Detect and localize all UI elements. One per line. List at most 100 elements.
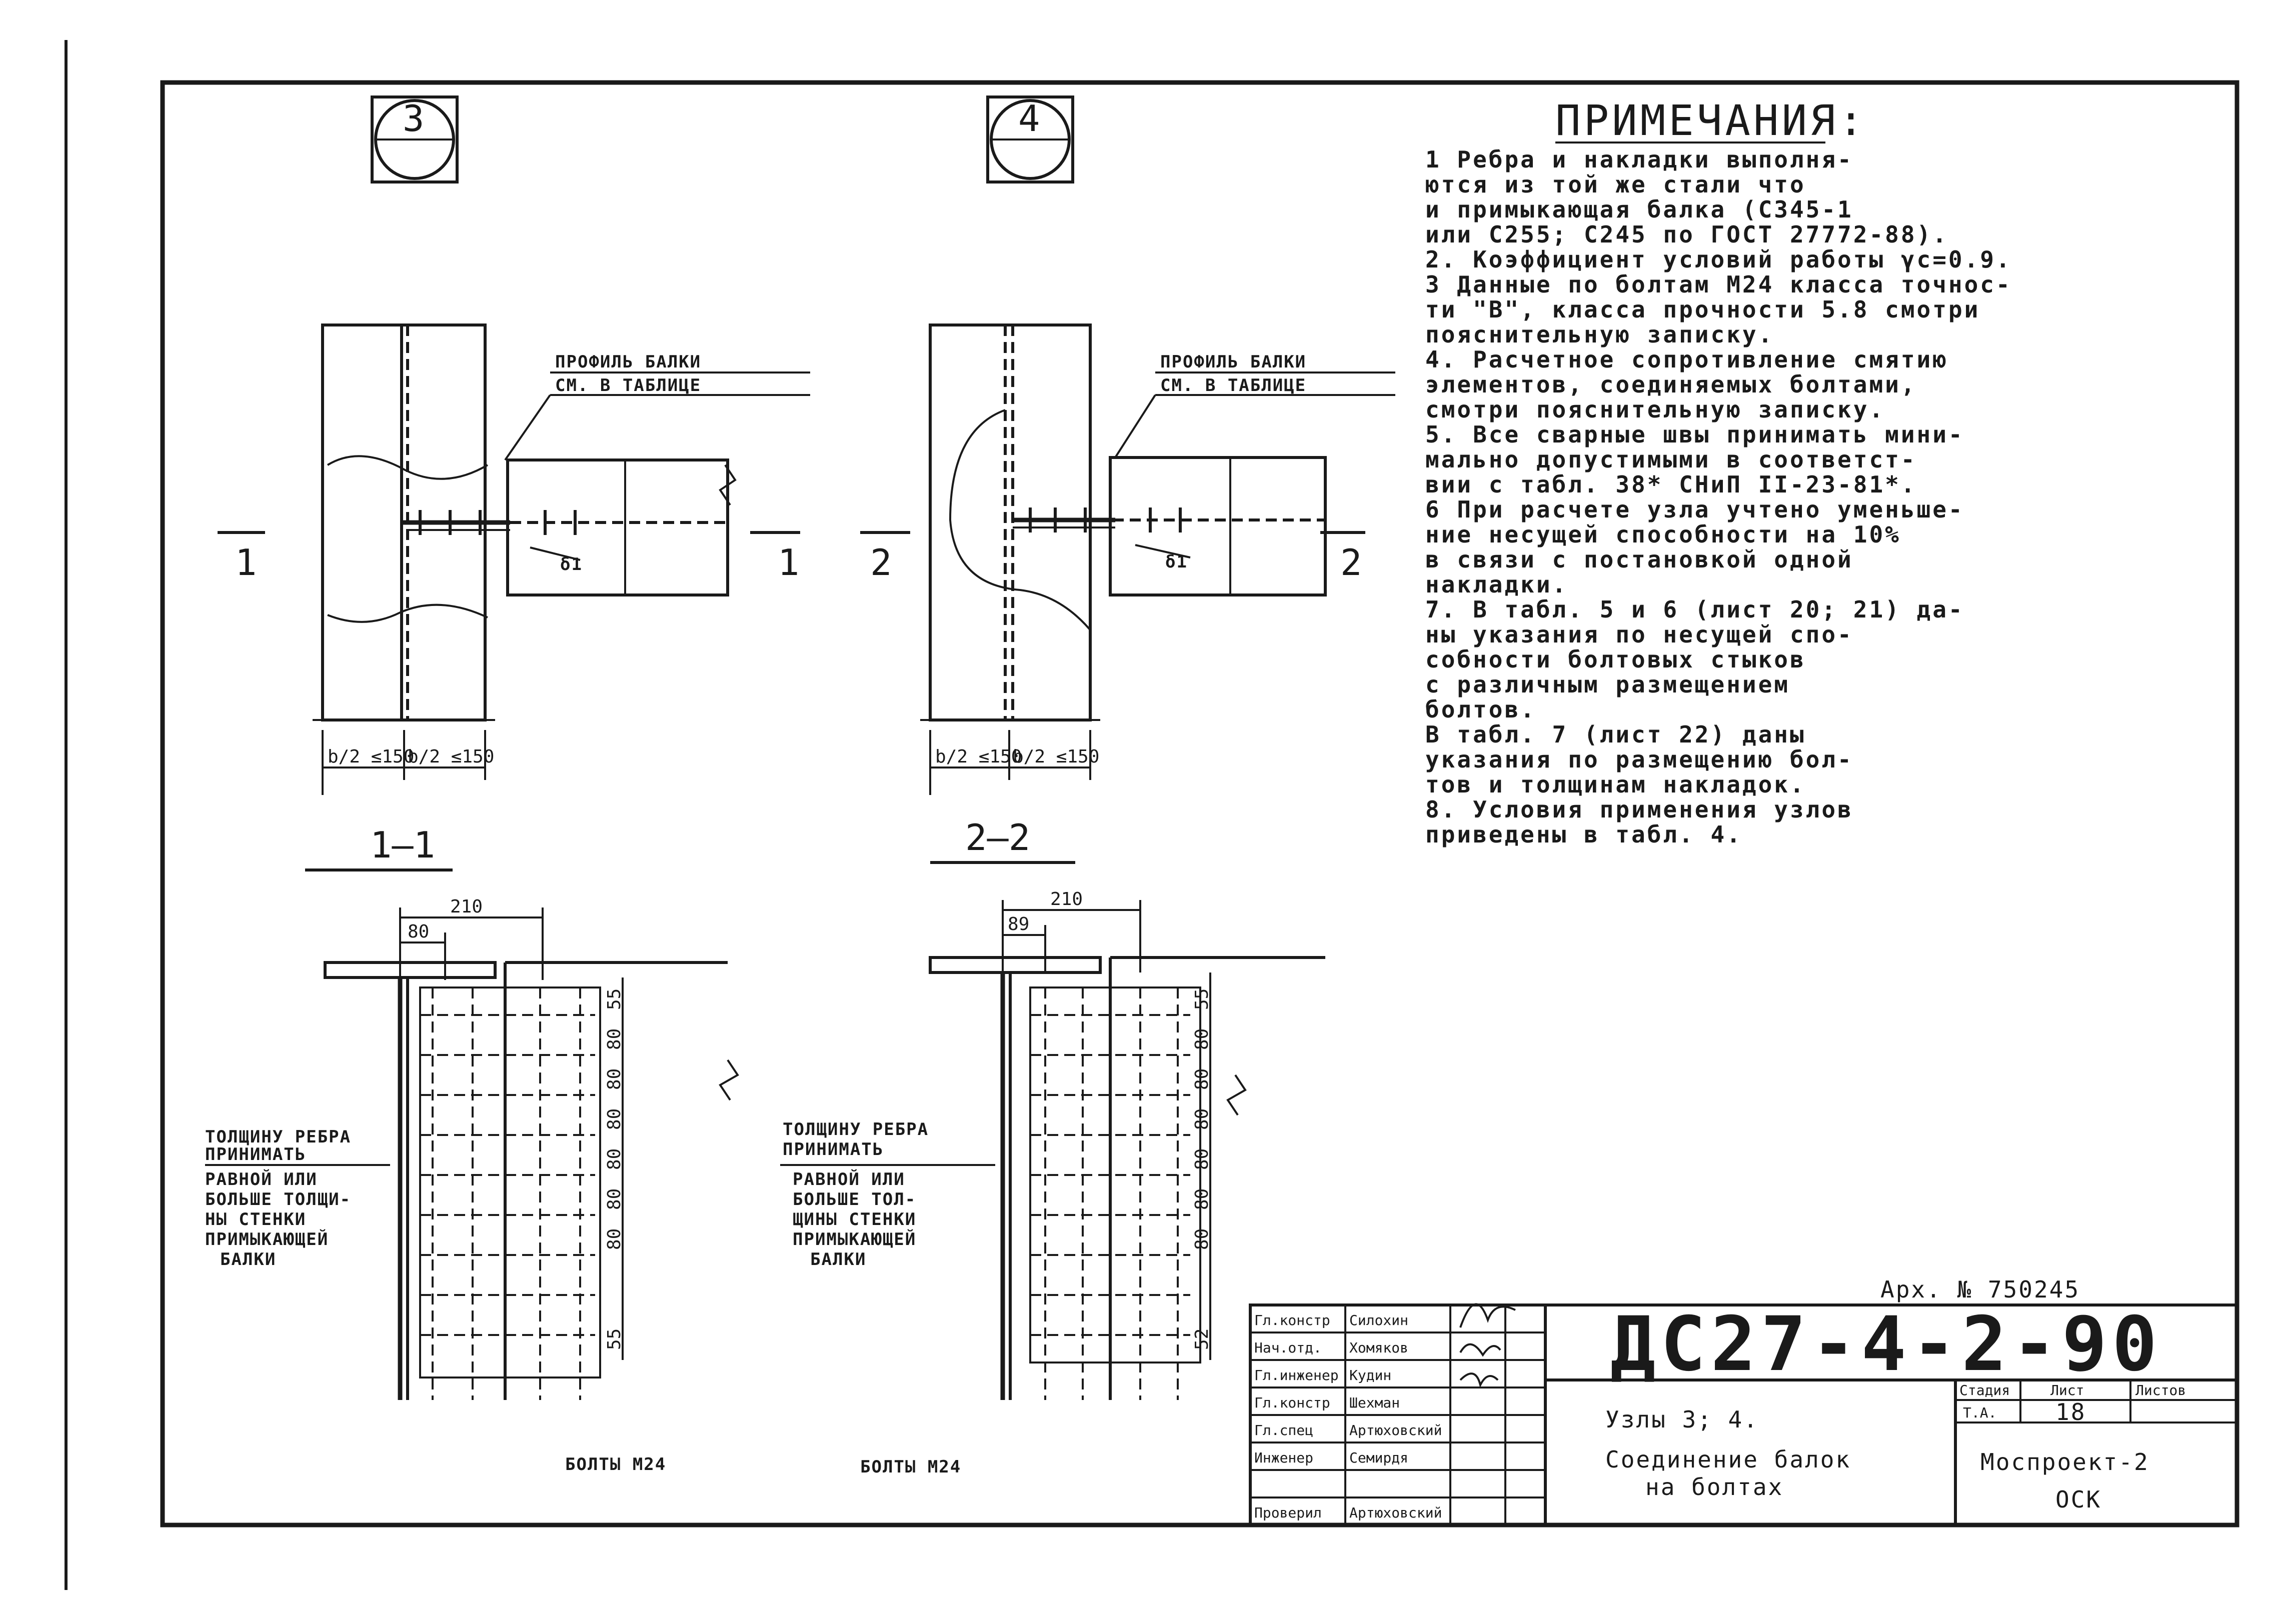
dim-1-first-80: 80 (408, 922, 429, 942)
drawing-code: ДС27-4-2-90 (1610, 1301, 2162, 1388)
rib-callout-2-l6: ПРИМЫКАЮЩЕЙ (793, 1229, 916, 1250)
notes-block: ПРИМЕЧАНИЯ: 1 Ребра и накладки выполня- … (1425, 96, 2012, 848)
note-line: 4. Расчетное сопротивление смятию (1425, 346, 1948, 373)
bolt-grid-2 (1030, 988, 1190, 1400)
dim-1-pitch-b: 80 (604, 1068, 625, 1090)
dim-1-edge-55: 55 (604, 988, 625, 1010)
signature (1459, 1372, 1499, 1388)
dim-2-edge-52: 52 (1192, 1328, 1212, 1350)
dim-2-edge-55: 55 (1192, 988, 1212, 1010)
signature (1459, 1343, 1501, 1357)
note-line: 3 Данные по болтам М24 класса точнос- (1425, 271, 2012, 298)
node-4-marker-box (986, 96, 1074, 184)
note-line: накладки. (1425, 571, 1568, 598)
cut-2-left-label: 2 (870, 542, 892, 584)
signature (1459, 1303, 1516, 1328)
note-line: ны указания по несущей спо- (1425, 621, 1853, 648)
tb-name: Кудин (1349, 1367, 1391, 1384)
delta-label-4: δ1 (1165, 552, 1188, 572)
tb-desc-line2: Соединение балок (1605, 1446, 1851, 1473)
note-line: 2. Коэффициент условий работы γс=0.9. (1425, 246, 2012, 273)
note-line: мально допустимыми в соответст- (1425, 446, 1917, 473)
tb-stage-value: Т.А. (1963, 1404, 1996, 1421)
dim-1-edge-55b: 55 (604, 1328, 625, 1350)
cut-1-right-label: 1 (778, 542, 799, 584)
tb-name: Артюховский (1349, 1422, 1442, 1438)
section-2-2-title: 2–2 (965, 816, 1030, 858)
tb-stage-label: Стадия (1959, 1382, 2010, 1398)
note-line: 7. В табл. 5 и 6 (лист 20; 21) да- (1425, 596, 1964, 623)
title-block: Арх. № 750245 Гл.констр Нач.отд. Гл.инже… (1249, 1276, 2238, 1526)
note-line: с различным размещением (1425, 671, 1790, 698)
notes-title: ПРИМЕЧАНИЯ: (1555, 96, 1866, 145)
dim-1-pitch-f: 80 (604, 1228, 625, 1250)
section-1-1: 1–1 55 80 80 80 80 (205, 824, 739, 1474)
tb-role: Гл.инженер (1254, 1367, 1339, 1384)
note-line: смотри пояснительную записку. (1425, 396, 1885, 423)
note-line: ются из той же стали что (1425, 171, 1806, 198)
rib-callout-1-l1: ТОЛЩИНУ РЕБРА (205, 1127, 351, 1147)
rib-callout-1-l5: НЫ СТЕНКИ (205, 1210, 306, 1230)
dim-4-half-left: b/2 ≤150 (935, 746, 1022, 767)
dim-2-pitch-a: 80 (1192, 1028, 1212, 1050)
tb-role: Гл.констр (1254, 1312, 1330, 1328)
tb-desc-line1: Узлы 3; 4. (1605, 1406, 1759, 1433)
beam-4 (1109, 456, 1327, 596)
note-line: В табл. 7 (лист 22) даны (1425, 721, 1806, 748)
note-line: 8. Условия применения узлов (1425, 796, 1853, 823)
bolt-grid-1 (420, 988, 595, 1400)
tb-role: Гл.спец (1254, 1422, 1313, 1438)
dim-1-pitch-a: 80 (604, 1028, 625, 1050)
tb-role: Проверил (1254, 1504, 1322, 1521)
note-line: 1 Ребра и накладки выполня- (1425, 146, 1853, 173)
rib-callout-2-l1: ТОЛЩИНУ РЕБРА (783, 1120, 929, 1140)
section-1-1-title: 1–1 (370, 824, 435, 866)
note-line: и примыкающая балка (С345-1 (1425, 196, 1853, 223)
rib-callout-1-l6: ПРИМЫКАЮЩЕЙ (205, 1229, 329, 1250)
tb-sheet-label: Лист (2050, 1382, 2084, 1398)
dim-2-pitch-f: 80 (1192, 1228, 1212, 1250)
bolts-label-1: БОЛТЫ М24 (565, 1454, 666, 1474)
dim-3-half-left: b/2 ≤150 (328, 746, 414, 767)
rib-callout-2-l5: ЩИНЫ СТЕНКИ (793, 1210, 916, 1230)
cut-1-left-label: 1 (235, 542, 257, 584)
rib-callout-2-l3: РАВНОЙ ИЛИ (793, 1169, 905, 1190)
column-4 (929, 324, 1092, 722)
cut-2-right-label: 2 (1340, 542, 1362, 584)
rib-callout-1-l3: РАВНОЙ ИЛИ (205, 1169, 318, 1190)
rib-callout-1-l2: ПРИНИМАТЬ (205, 1144, 306, 1164)
dim-2-pitch-c: 80 (1192, 1108, 1212, 1130)
node-3-view: 3 1 1 ПРОФИЛЬ БАЛКИ (218, 96, 810, 795)
tb-org-line2: ОСК (2055, 1486, 2101, 1513)
dim-2-pitch-b: 80 (1192, 1068, 1212, 1090)
note-line: указания по размещению бол- (1425, 746, 1853, 773)
section-2-2: 2–2 55 80 80 80 80 80 80 52 (780, 816, 1325, 1477)
tb-sheet-value: 18 (2055, 1398, 2086, 1426)
dim-2-width-210: 210 (1050, 889, 1083, 910)
tb-desc-line3: на болтах (1645, 1474, 1783, 1500)
tb-org-line1: Моспроект-2 (1980, 1448, 2149, 1476)
archive-number: Арх. № 750245 (1880, 1276, 2080, 1303)
rib-callout-2-l2: ПРИНИМАТЬ (783, 1140, 884, 1160)
profile-callout-3-line1: ПРОФИЛЬ БАЛКИ (555, 352, 701, 372)
bolts-label-2: БОЛТЫ М24 (860, 1457, 961, 1477)
rib-callout-2-l7: БАЛКИ (810, 1250, 866, 1270)
dim-1-pitch-c: 80 (604, 1108, 625, 1130)
tb-name: Артюховский (1349, 1504, 1442, 1521)
dim-1-pitch-e: 80 (604, 1188, 625, 1210)
note-line: в связи с постановкой одной (1425, 546, 1853, 573)
tb-name: Хомяков (1349, 1340, 1408, 1356)
note-line: 5. Все сварные швы принимать мини- (1425, 421, 1964, 448)
note-line: или С255; С245 по ГОСТ 27772-88). (1425, 221, 1948, 248)
note-line: элементов, соединяемых болтами, (1425, 371, 1917, 398)
note-line: собности болтовых стыков (1425, 646, 1806, 673)
tb-role: Инженер (1254, 1450, 1313, 1466)
note-line: тов и толщинам накладок. (1425, 771, 1806, 798)
dim-3-half-right: b/2 ≤150 (408, 746, 494, 767)
tb-name: Силохин (1349, 1312, 1408, 1328)
dim-2-pitch-e: 80 (1192, 1188, 1212, 1210)
tb-name: Шехман (1349, 1394, 1400, 1411)
rib-callout-1-l4: БОЛЬШЕ ТОЛЩИ- (205, 1190, 351, 1210)
profile-callout-4-line1: ПРОФИЛЬ БАЛКИ (1160, 352, 1306, 372)
